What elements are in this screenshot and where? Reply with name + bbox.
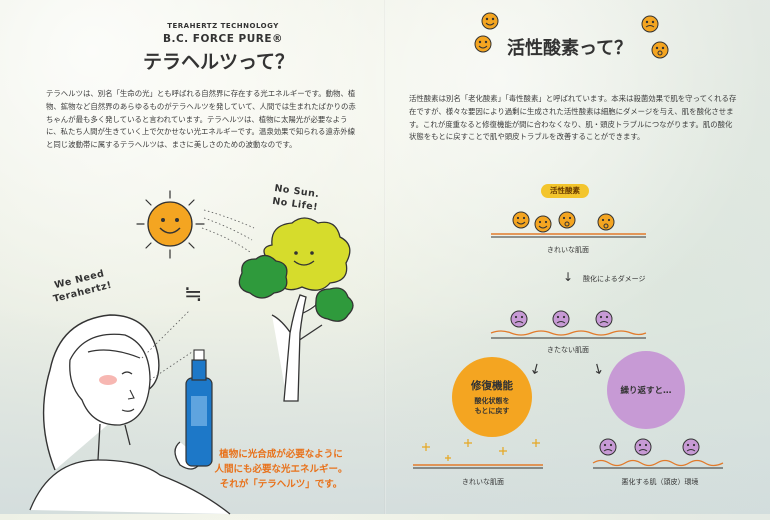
caption-line1: 植物に光合成が必要なように <box>219 449 343 460</box>
result-clean-label: きれいな肌面 <box>462 478 504 486</box>
caption-line2: 人間にも必要な光エネルギー。 <box>214 464 348 475</box>
clean-result-diagram <box>413 439 543 469</box>
spray-bottle-icon <box>185 349 213 467</box>
result-bad-label: 悪化する肌（頭皮）環境 <box>621 478 699 486</box>
arrow-down-icon: ↓ <box>563 270 574 284</box>
worsened-result-diagram <box>592 438 724 469</box>
repair-title: 修復機能 <box>471 380 513 392</box>
repeat-circle: 繰り返すと… <box>607 351 685 429</box>
page-fold <box>384 0 386 514</box>
clean-skin-diagram <box>491 211 646 238</box>
brand-tagline: TERAHERTZ TECHNOLOGY <box>167 22 279 30</box>
dirty-skin-label: きたない肌面 <box>547 346 589 354</box>
page-title-terahertz: テラヘルツって？ <box>143 51 295 73</box>
damaged-skin-diagram <box>490 310 647 339</box>
woman-illustration <box>29 309 231 515</box>
repeat-label: 繰り返すと… <box>620 386 672 396</box>
clean-skin-label: きれいな肌面 <box>547 246 589 254</box>
tree-illustration <box>238 217 354 402</box>
approx-equal-symbol: ≒ <box>184 282 203 307</box>
damage-label: 酸化によるダメージ <box>583 275 646 283</box>
page-title-active-oxygen: 活性酸素って？ <box>507 38 633 59</box>
repair-sub1: 酸化状態を <box>474 397 510 405</box>
radical-faces-decoration <box>474 12 669 59</box>
active-oxygen-paragraph: 活性酸素は別名「老化酸素」「毒性酸素」と呼ばれています。本来は殺菌効果で肌を守っ… <box>409 94 737 142</box>
caption-line3: それが「テラヘルツ」です。 <box>219 479 343 490</box>
brand-name: B.C. FORCE PURE® <box>162 33 284 45</box>
repair-function-circle: 修復機能 酸化状態を もとに戻す <box>452 357 532 437</box>
sun-illustration <box>136 190 255 259</box>
terahertz-paragraph: テラヘルツは、別名「生命の光」とも呼ばれる自然界に存在する光エネルギーです。動物… <box>46 89 356 150</box>
active-oxygen-badge: 活性酸素 <box>541 184 589 198</box>
terahertz-caption: 植物に光合成が必要なように 人間にも必要な光エネルギー。 それが「テラヘルツ」で… <box>196 447 366 492</box>
repair-sub2: もとに戻す <box>474 407 510 415</box>
